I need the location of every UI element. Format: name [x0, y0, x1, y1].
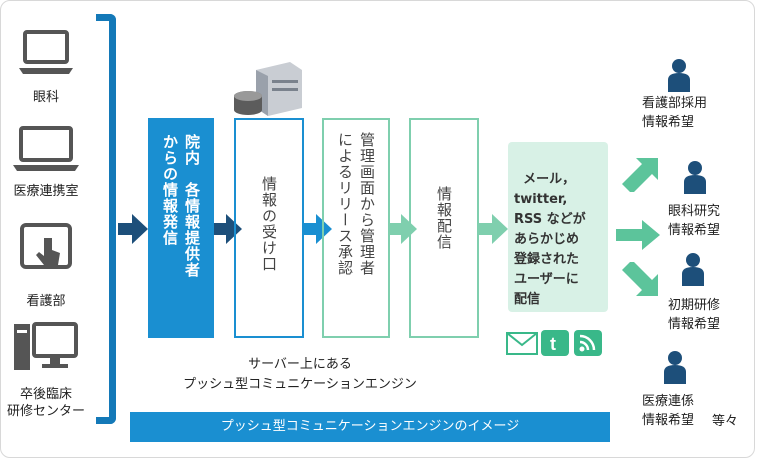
target-label: 看護部採用 情報希望: [642, 96, 708, 130]
distribution-text: 情報配信: [435, 186, 453, 250]
arrow-right-icon: [389, 214, 417, 244]
rss-icon: [574, 330, 602, 356]
target-label: 眼科研究 情報希望: [668, 204, 721, 238]
tablet-icon: [20, 223, 72, 269]
person-icon: [668, 59, 690, 92]
arrow-up-right-icon: [622, 158, 658, 192]
server-icon: [234, 62, 302, 116]
target-label: 医療連係 情報希望: [642, 394, 695, 428]
arrow-right-icon: [118, 214, 148, 244]
providers-text: 院内 各情報提供者 からの情報発信: [161, 134, 201, 278]
person-icon: [682, 253, 704, 286]
person-icon: [684, 161, 706, 194]
desktop-pc-icon: [14, 322, 78, 370]
laptop-icon: [13, 126, 79, 171]
source-label: 看護部: [26, 294, 66, 309]
laptop-icon: [19, 30, 73, 74]
source-nursing: 看護部: [0, 222, 92, 309]
etc-label: 等々: [712, 414, 739, 429]
source-liaison-office: 医療連携室: [0, 124, 92, 199]
source-ophthalmology: 眼科: [0, 28, 92, 105]
channels-text: メール， twitter, RSS などが あらかじめ 登録された ユーザーに …: [514, 172, 586, 307]
person-icon: [664, 351, 686, 384]
source-training-center: 卒後臨床 研修センター: [0, 318, 92, 420]
management-box: 管理画面から管理者 によるリリース承認: [322, 118, 390, 338]
source-label: 眼科: [32, 90, 59, 105]
source-label: 医療連携室: [13, 184, 79, 199]
channels-box: メール， twitter, RSS などが あらかじめ 登録された ユーザーに …: [508, 142, 608, 312]
svg-text:t: t: [550, 334, 556, 354]
mail-icon: [506, 332, 538, 355]
engine-bar: プッシュ型コミュニケーションエンジンのイメージ: [130, 412, 610, 442]
target-label: 初期研修 情報希望: [668, 298, 721, 332]
management-text: 管理画面から管理者 によるリリース承認: [336, 132, 376, 276]
arrow-right-icon: [478, 214, 508, 244]
server-caption: サーバー上にある プッシュ型コミュニケーションエンジン: [183, 357, 417, 392]
arrow-right-icon: [214, 214, 242, 244]
source-label: 卒後臨床 研修センター: [6, 387, 85, 419]
arrow-right-icon: [616, 220, 660, 250]
sources-bracket: [96, 14, 116, 424]
arrow-right-icon: [304, 214, 332, 244]
providers-box: 院内 各情報提供者 からの情報発信: [148, 118, 214, 338]
twitter-icon: t: [541, 330, 569, 356]
distribution-box: 情報配信: [409, 118, 479, 338]
arrow-down-right-icon: [622, 262, 658, 296]
reception-text: 情報の受け口: [260, 176, 278, 272]
reception-box: 情報の受け口: [234, 118, 304, 338]
